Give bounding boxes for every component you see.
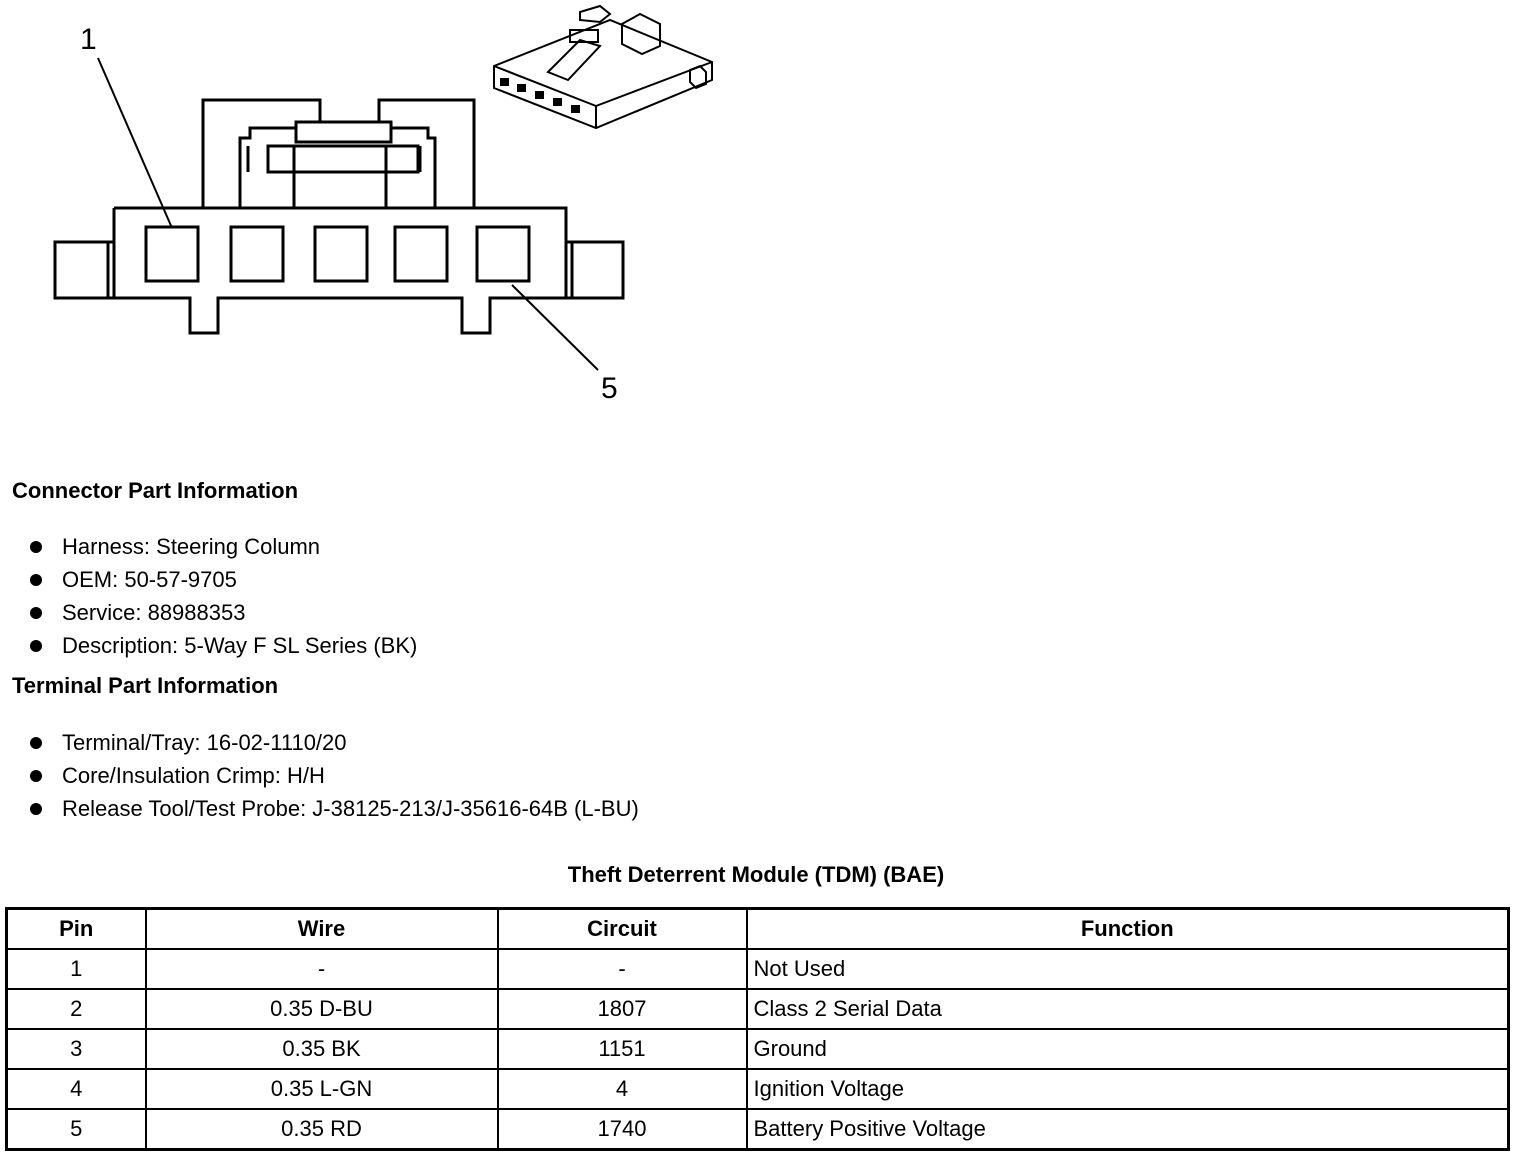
cavity-4: [393, 225, 449, 283]
column-header-pin: Pin: [5, 907, 147, 950]
circuit-cell: -: [496, 948, 748, 990]
terminal-info-heading: Terminal Part Information: [12, 673, 279, 698]
wire-cell: 0.35 D-BU: [144, 988, 499, 1030]
bullet-icon: [30, 541, 42, 553]
list-item: Service: 88988353: [28, 596, 417, 629]
table-row: 5 0.35 RD 1740 Battery Positive Voltage: [5, 1108, 1510, 1151]
wire-cell: 0.35 L-GN: [144, 1068, 499, 1110]
table-row: 2 0.35 D-BU 1807 Class 2 Serial Data: [5, 988, 1510, 1030]
function-cell: Not Used: [745, 948, 1510, 990]
pin-callout-1: 1: [80, 23, 97, 56]
wire-cell: 0.35 RD: [144, 1108, 499, 1151]
cavity-5: [475, 225, 531, 283]
table-row: 1 - - Not Used: [5, 948, 1510, 990]
column-header-wire: Wire: [144, 907, 499, 950]
connector-drawing: 1 5: [53, 4, 713, 405]
list-item: OEM: 50-57-9705: [28, 563, 417, 596]
pinout-table: Pin Wire Circuit Function 1 - - Not Used…: [5, 907, 1510, 1151]
circuit-cell: 1740: [496, 1108, 748, 1151]
pin-cell: 3: [5, 1028, 147, 1070]
table-row: 3 0.35 BK 1151 Ground: [5, 1028, 1510, 1070]
terminal-info-list: Terminal/Tray: 16-02-1110/20 Core/Insula…: [28, 726, 639, 825]
column-header-circuit: Circuit: [496, 907, 748, 950]
list-item: Core/Insulation Crimp: H/H: [28, 759, 639, 792]
cavity-2: [229, 225, 285, 283]
leader-line-1: [97, 57, 173, 229]
function-cell: Battery Positive Voltage: [745, 1108, 1510, 1151]
wire-cell: 0.35 BK: [144, 1028, 499, 1070]
cavity-1: [144, 225, 200, 283]
column-header-function: Function: [745, 907, 1510, 950]
bullet-icon: [30, 607, 42, 619]
circuit-cell: 1807: [496, 988, 748, 1030]
connector-diagram: 1 5: [0, 0, 760, 420]
circuit-cell: 1151: [496, 1028, 748, 1070]
cavity-3: [313, 225, 369, 283]
list-item: Harness: Steering Column: [28, 530, 417, 563]
wire-cell: -: [144, 948, 499, 990]
circuit-cell: 4: [496, 1068, 748, 1110]
bullet-icon: [30, 770, 42, 782]
function-cell: Ground: [745, 1028, 1510, 1070]
leader-line-5: [511, 284, 599, 371]
connector-info-heading: Connector Part Information: [12, 478, 299, 503]
list-item: Terminal/Tray: 16-02-1110/20: [28, 726, 639, 759]
bullet-icon: [30, 640, 42, 652]
pin-cell: 2: [5, 988, 147, 1030]
function-cell: Ignition Voltage: [745, 1068, 1510, 1110]
list-item: Description: 5-Way F SL Series (BK): [28, 629, 417, 662]
pin-cell: 1: [5, 948, 147, 990]
function-cell: Class 2 Serial Data: [745, 988, 1510, 1030]
table-row: 4 0.35 L-GN 4 Ignition Voltage: [5, 1068, 1510, 1110]
connector-info-list: Harness: Steering Column OEM: 50-57-9705…: [28, 530, 417, 662]
bullet-icon: [30, 803, 42, 815]
pin-cell: 5: [5, 1108, 147, 1151]
bullet-icon: [30, 574, 42, 586]
table-title: Theft Deterrent Module (TDM) (BAE): [567, 862, 945, 887]
pin-cell: 4: [5, 1068, 147, 1110]
list-item: Release Tool/Test Probe: J-38125-213/J-3…: [28, 792, 639, 825]
pin-callout-5: 5: [601, 372, 618, 405]
table-header-row: Pin Wire Circuit Function: [5, 907, 1510, 950]
connector-thumbnail: [493, 4, 713, 130]
bullet-icon: [30, 737, 42, 749]
